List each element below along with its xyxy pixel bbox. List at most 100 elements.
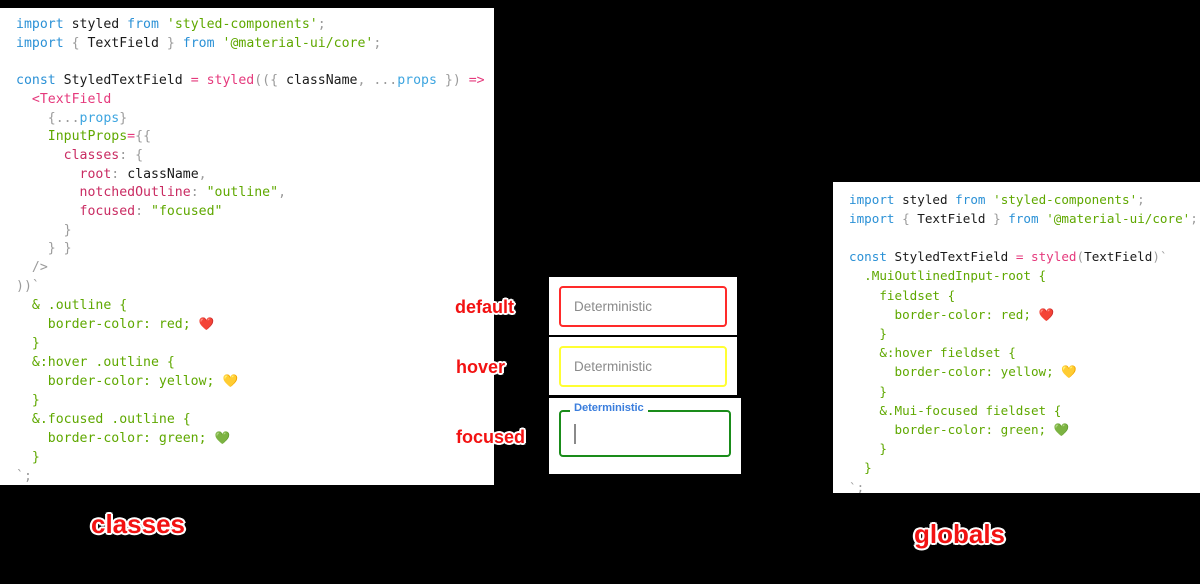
code-token: <TextField bbox=[31, 91, 112, 107]
code-token: ` bbox=[16, 468, 24, 484]
code-token bbox=[16, 92, 32, 107]
textfield-focused[interactable]: Deterministic bbox=[559, 402, 731, 457]
code-line: InputProps={{ bbox=[16, 128, 494, 147]
code-line: } bbox=[16, 449, 494, 468]
code-line: } bbox=[16, 392, 494, 411]
code-token: } bbox=[849, 383, 887, 399]
code-token: ; bbox=[23, 468, 32, 484]
code-token: => bbox=[468, 73, 485, 89]
code-line: const StyledTextField = styled(TextField… bbox=[849, 247, 1200, 266]
code-token: import bbox=[16, 35, 72, 51]
code-line: focused: "focused" bbox=[16, 203, 494, 222]
code-line: &.Mui-focused fieldset { bbox=[849, 401, 1200, 420]
code-block-classes: import styled from 'styled-components';i… bbox=[16, 16, 494, 485]
code-token: & .outline { bbox=[16, 297, 128, 313]
code-token: { bbox=[270, 73, 279, 89]
code-token: ; bbox=[317, 17, 326, 32]
code-token: "outline" bbox=[206, 185, 279, 201]
demo-card-focused: Deterministic bbox=[549, 398, 741, 474]
code-token bbox=[16, 167, 80, 182]
code-token: const bbox=[16, 73, 56, 89]
code-token: "focused" bbox=[151, 204, 223, 220]
code-token: ❤️ bbox=[1038, 306, 1055, 322]
code-token: = bbox=[127, 129, 136, 145]
code-token bbox=[16, 129, 48, 144]
code-token: const bbox=[849, 249, 887, 265]
code-token: } } bbox=[47, 241, 72, 257]
code-token bbox=[143, 204, 151, 219]
code-token: TextField bbox=[909, 211, 994, 227]
code-token: : bbox=[111, 166, 120, 182]
code-token bbox=[16, 223, 64, 238]
code-token: ` bbox=[1159, 249, 1168, 265]
code-line: } } bbox=[16, 240, 494, 259]
code-token: border-color: green; bbox=[849, 421, 1054, 437]
code-line: &.focused .outline { bbox=[16, 411, 494, 430]
code-token: StyledTextField bbox=[886, 249, 1016, 265]
code-token: 'styled-components' bbox=[993, 192, 1138, 207]
code-token: &:hover .outline { bbox=[16, 354, 175, 370]
code-token bbox=[16, 185, 80, 200]
code-line: import { TextField } from '@material-ui/… bbox=[16, 35, 494, 54]
code-token: : bbox=[190, 185, 199, 201]
code-token: border-color: green; bbox=[16, 431, 215, 447]
caption-classes: classes bbox=[91, 509, 185, 539]
code-line: } bbox=[849, 458, 1200, 477]
code-token: from bbox=[955, 192, 986, 207]
code-token: TextField bbox=[1084, 249, 1153, 265]
annotation-default: default bbox=[455, 297, 515, 317]
code-line: & .outline { bbox=[16, 297, 494, 316]
textfield-floating-label: Deterministic bbox=[574, 402, 644, 414]
code-token: 💚 bbox=[214, 430, 231, 446]
code-token: = bbox=[190, 73, 199, 89]
code-token bbox=[1023, 249, 1031, 264]
code-token: className bbox=[278, 73, 358, 89]
textfield-hover-value: Deterministic bbox=[574, 359, 653, 374]
code-line: } bbox=[849, 382, 1200, 401]
code-token bbox=[437, 73, 445, 88]
code-panel-classes: import styled from 'styled-components';i… bbox=[0, 8, 494, 485]
code-token: ` bbox=[31, 278, 40, 294]
code-token: ... bbox=[55, 110, 80, 126]
demo-card-hover: Deterministic bbox=[549, 337, 737, 395]
code-line: <TextField bbox=[16, 91, 494, 110]
code-token: props bbox=[79, 110, 120, 126]
code-token bbox=[485, 73, 493, 88]
code-token: { bbox=[902, 211, 910, 227]
code-line: `; bbox=[16, 468, 494, 485]
code-token: ; bbox=[373, 35, 382, 51]
code-token: &:hover fieldset { bbox=[849, 345, 1016, 361]
code-line: } bbox=[849, 324, 1200, 343]
code-token: 💚 bbox=[1053, 421, 1070, 437]
code-line: fieldset { bbox=[849, 286, 1200, 305]
code-token: '@material-ui/core' bbox=[1046, 211, 1191, 227]
textfield-hover[interactable]: Deterministic bbox=[559, 346, 727, 387]
textfield-demo-stack: Deterministic Deterministic Deterministi… bbox=[549, 277, 741, 474]
code-line: ))` bbox=[16, 278, 494, 297]
code-token: focused bbox=[79, 204, 136, 220]
demo-card-default: Deterministic bbox=[549, 277, 737, 335]
caption-globals: globals bbox=[914, 519, 1006, 549]
code-token: { bbox=[135, 147, 144, 163]
code-line: import styled from 'styled-components'; bbox=[16, 16, 494, 35]
code-token bbox=[175, 36, 183, 51]
code-token: , bbox=[278, 185, 287, 201]
textfield-default[interactable]: Deterministic bbox=[559, 286, 727, 327]
code-line: &:hover .outline { bbox=[16, 354, 494, 373]
code-token: import bbox=[16, 17, 72, 32]
code-line: /> bbox=[16, 259, 494, 278]
code-token: (( bbox=[254, 73, 271, 89]
code-line: border-color: red; ❤️ bbox=[849, 305, 1200, 324]
code-token: 💛 bbox=[1061, 364, 1077, 380]
code-token: } bbox=[16, 393, 40, 409]
code-token: root bbox=[79, 166, 112, 182]
code-token: : bbox=[119, 147, 128, 163]
code-token bbox=[16, 241, 48, 256]
code-token: InputProps bbox=[47, 129, 128, 145]
code-token bbox=[461, 73, 469, 88]
outline-notch bbox=[570, 409, 648, 412]
code-token: .MuiOutlinedInput-root { bbox=[849, 268, 1047, 284]
code-line: border-color: yellow; 💛 bbox=[849, 362, 1200, 381]
code-token: 'styled-components' bbox=[166, 17, 318, 32]
code-token: &.focused .outline { bbox=[16, 411, 191, 427]
